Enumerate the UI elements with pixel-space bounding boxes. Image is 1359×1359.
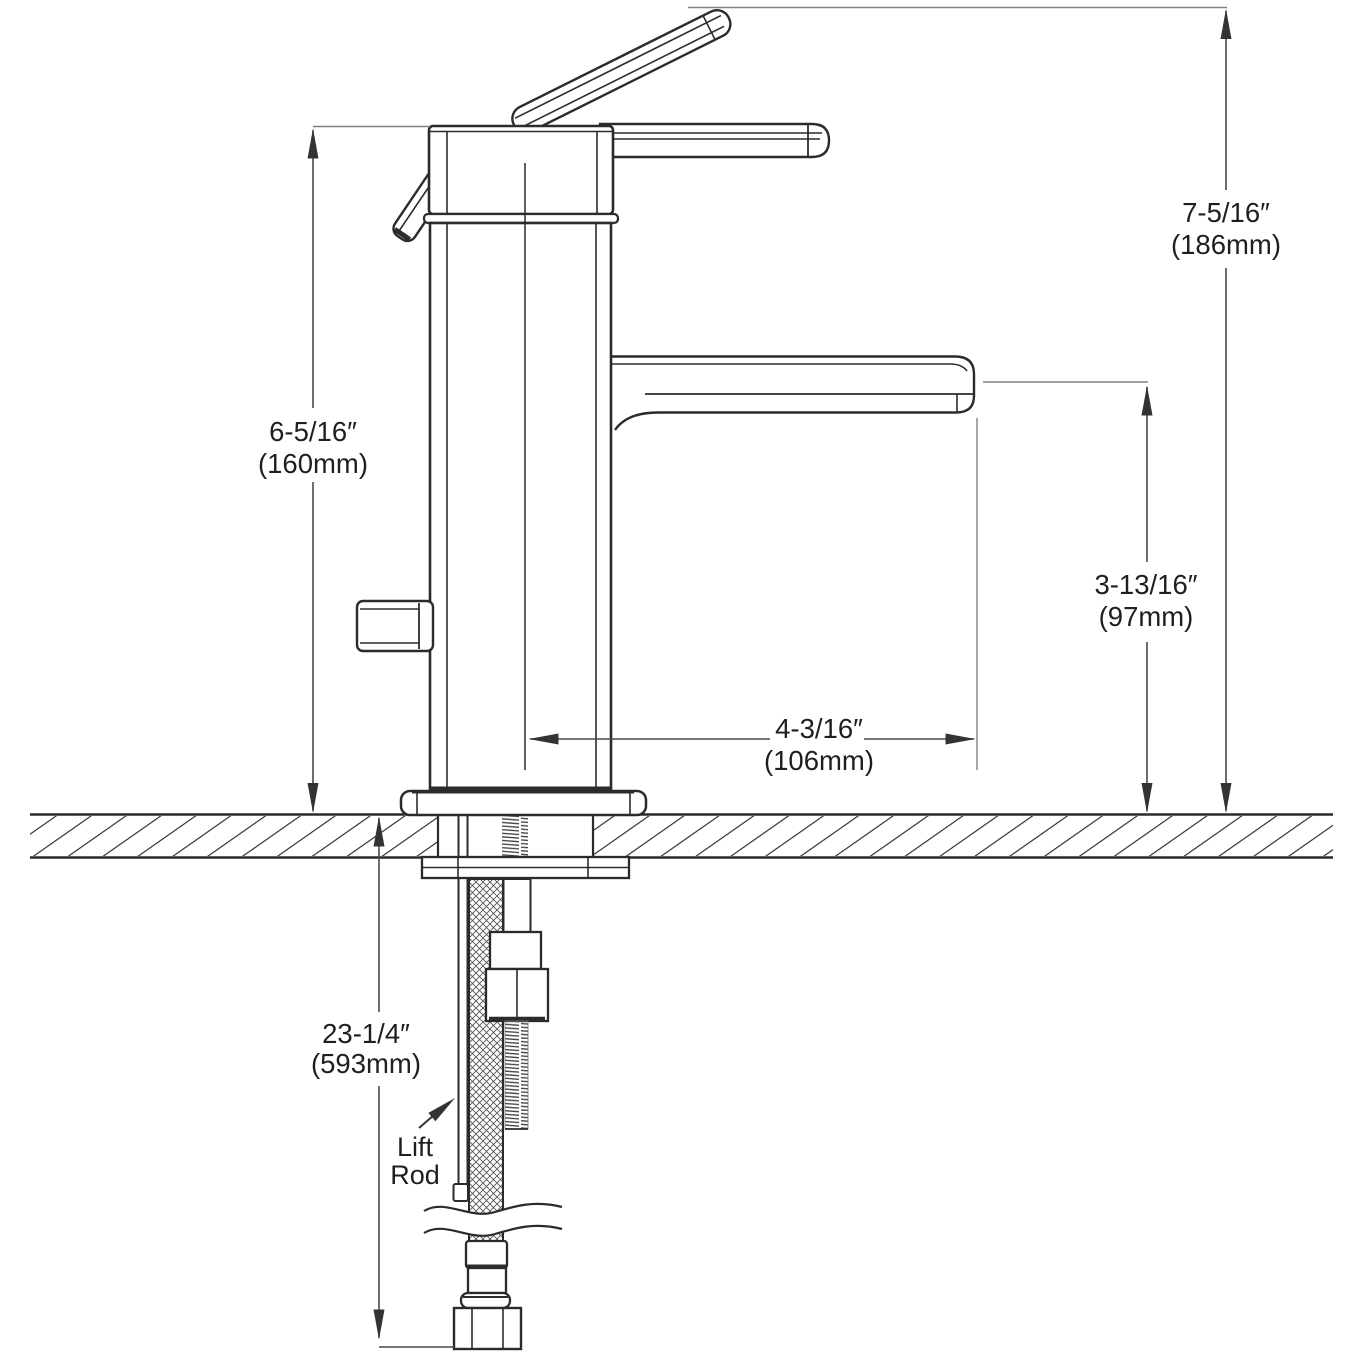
dim-lift-rod-mm: (593mm) [311, 1048, 421, 1079]
connector-collar [459, 1291, 512, 1310]
faucet-body [428, 221, 613, 792]
handle-raised-contour-line [514, 14, 722, 119]
base-flange-outline [399, 789, 648, 817]
base-flange [399, 789, 648, 817]
neck-ring [422, 212, 620, 225]
faucet-body-outline [428, 221, 613, 792]
break-wave-upper [423, 1202, 563, 1215]
dim-overall-height: 7-5/16″ (186mm) [688, 6, 1281, 813]
dim-spout-height-mm: (97mm) [1099, 601, 1194, 632]
connector-block-upper [464, 1239, 509, 1270]
arrowhead-down [307, 783, 319, 813]
dim-spout-reach: 4-3/16″ (106mm) [528, 418, 978, 776]
threaded-rod [504, 1020, 529, 1130]
faucet-cap [427, 124, 615, 216]
connector-block-lower [466, 1266, 508, 1295]
handle-horizontal [598, 122, 831, 159]
arrowhead-down [373, 1309, 385, 1340]
arrowhead-up [1141, 385, 1153, 416]
counter-deck [30, 813, 1333, 859]
deck-hatch-right [594, 816, 1333, 856]
dim-overall-height-in: 7-5/16″ [1182, 197, 1270, 228]
handle-raised-contour-line [519, 25, 725, 129]
spout-inner-top-line [610, 363, 968, 372]
arrowhead-down [1220, 783, 1232, 813]
arrowhead-right [945, 733, 976, 745]
supply-tube-upper [502, 878, 532, 933]
dim-spout-reach-in: 4-3/16″ [775, 713, 863, 744]
dim-spout-height-in: 3-13/16″ [1094, 569, 1197, 600]
lift-rod-knob-tip [393, 227, 412, 242]
callout-leader-line [418, 1114, 435, 1129]
break-lines [423, 1202, 563, 1237]
lift-rod-callout: Lift Rod [390, 1098, 455, 1190]
faucet-cap-outline [427, 124, 615, 216]
compression-nut [452, 1306, 523, 1351]
lift-rod-label-line1: Lift [397, 1132, 434, 1162]
lift-rod-label-line2: Rod [390, 1160, 440, 1190]
dim-lift-rod-length: 23-1/4″ (593mm) [311, 816, 454, 1348]
arrowhead-left [528, 733, 559, 745]
threaded-shank [502, 816, 528, 857]
dim-spout-height: 3-13/16″ (97mm) [983, 381, 1198, 813]
dim-overall-height-mm: (186mm) [1171, 229, 1281, 260]
mounting-plate [420, 855, 631, 880]
supply-tube-assembly [484, 878, 550, 1130]
arrowhead-up [373, 816, 385, 847]
coupling-nut-upper [488, 930, 543, 971]
break-gap-fill [424, 1203, 562, 1236]
deck-hatch-left [30, 816, 437, 856]
side-knob [355, 599, 435, 653]
arrowhead-up [307, 128, 319, 159]
dim-spout-reach-mm: (106mm) [764, 745, 874, 776]
spout [610, 355, 976, 431]
handle-horizontal-outline [598, 122, 831, 159]
arrowhead-down [1141, 783, 1153, 813]
arrowhead-up-right [428, 1098, 455, 1122]
supply-connector [452, 1239, 523, 1351]
side-knob-outline [355, 599, 435, 653]
break-wave-lower [423, 1224, 563, 1237]
dim-body-height-mm: (160mm) [258, 448, 368, 479]
dim-lift-rod-in: 23-1/4″ [322, 1018, 410, 1049]
dim-body-height-in: 6-5/16″ [269, 416, 357, 447]
handle-raised-end-line [702, 15, 716, 41]
arrowhead-up [1220, 9, 1232, 39]
spout-outline [610, 355, 976, 431]
dim-body-height: 6-5/16″ (160mm) [258, 125, 430, 813]
lift-rod-foot [452, 1183, 469, 1202]
